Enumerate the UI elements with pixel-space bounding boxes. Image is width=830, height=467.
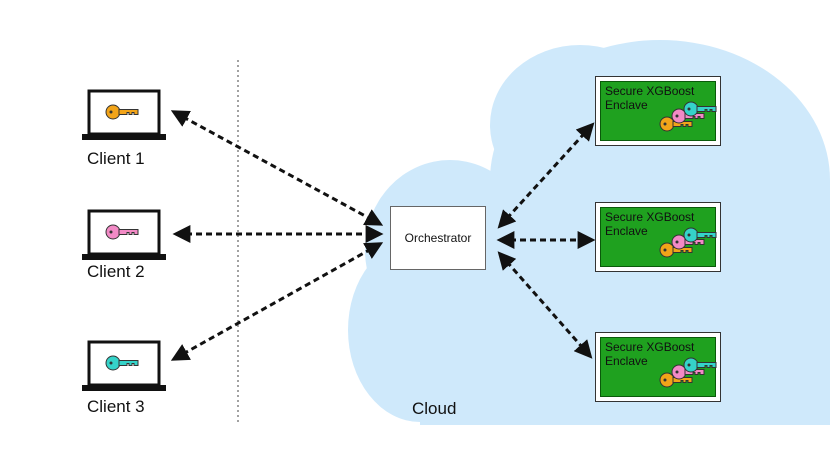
client-3-laptop-icon xyxy=(82,340,166,391)
enclave-2-keys xyxy=(659,227,717,258)
arrow-client1-orchestrator xyxy=(170,110,384,226)
enclave-2-body: Secure XGBoost Enclave xyxy=(600,207,717,267)
enclave-1: Secure XGBoost Enclave xyxy=(595,76,721,146)
orchestrator-label: Orchestrator xyxy=(404,231,472,245)
enclave-2-title: Secure XGBoost Enclave xyxy=(605,210,695,238)
enclave-3: Secure XGBoost Enclave xyxy=(595,332,721,402)
enclave-3-title: Secure XGBoost Enclave xyxy=(605,340,695,368)
client-2-laptop-icon xyxy=(82,209,166,260)
enclave-2: Secure XGBoost Enclave xyxy=(595,202,721,272)
enclave-1-title: Secure XGBoost Enclave xyxy=(605,84,695,112)
cloud-label: Cloud xyxy=(412,399,457,418)
enclave-1-keys xyxy=(659,101,717,132)
client-1-label: Client 1 xyxy=(87,149,145,168)
orchestrator-node: Orchestrator xyxy=(390,206,486,270)
enclave-3-keys xyxy=(659,357,717,388)
enclave-3-body: Secure XGBoost Enclave xyxy=(600,337,717,397)
client-1-laptop-icon xyxy=(82,89,166,140)
enclave-1-body: Secure XGBoost Enclave xyxy=(600,81,717,141)
client-2-label: Client 2 xyxy=(87,262,145,281)
client-3-label: Client 3 xyxy=(87,397,145,416)
arrow-orchestrator-enclave3 xyxy=(497,251,593,359)
arrow-orchestrator-enclave1 xyxy=(497,122,595,229)
